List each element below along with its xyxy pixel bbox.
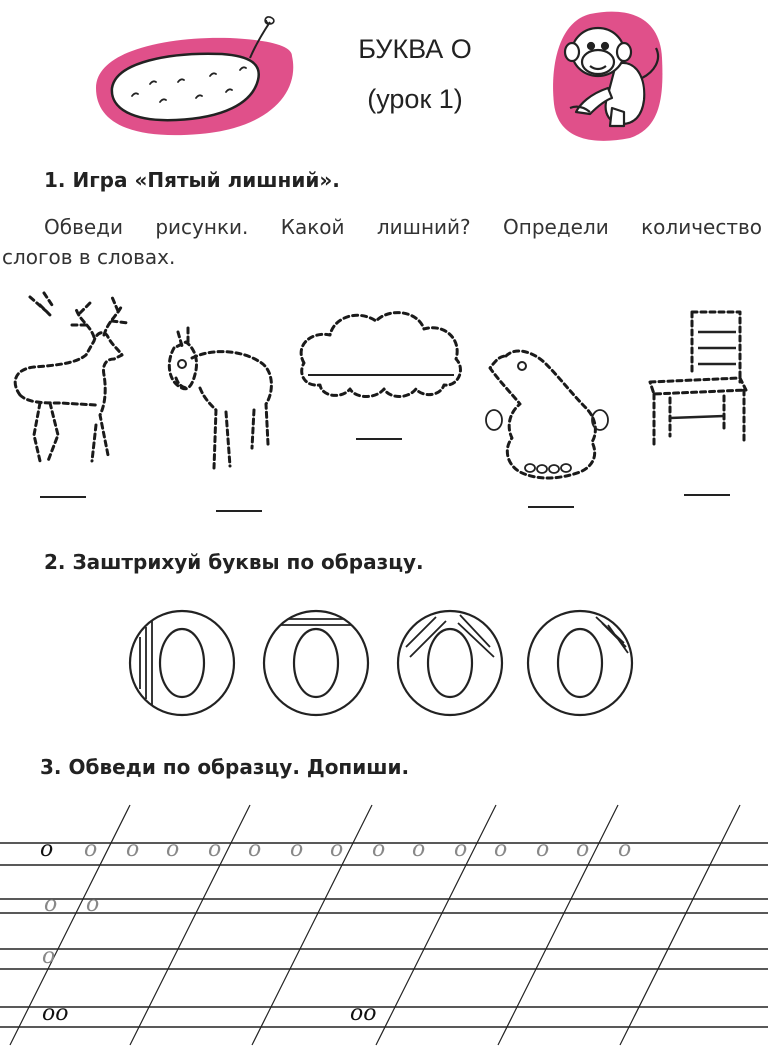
cucumber-icon (110, 52, 260, 122)
trace-letter[interactable]: о (290, 837, 304, 862)
title-line-1: БУКВА О (358, 34, 472, 64)
monkey-icon (563, 26, 660, 128)
answer-blank-3[interactable] (356, 438, 402, 440)
trace-letter[interactable]: о (412, 837, 426, 862)
horse-icon (167, 326, 273, 470)
title-line-2: (урок 1) (367, 84, 463, 114)
task3-heading: 3. Обведи по образцу. Допиши. (40, 755, 410, 779)
trace-letter[interactable]: о (44, 892, 58, 917)
answer-blank-4[interactable] (528, 506, 574, 508)
answer-blank-5[interactable] (684, 494, 730, 496)
trace-letter[interactable]: о (494, 837, 508, 862)
trace-letter[interactable]: о (42, 944, 56, 969)
task2-heading: 2. Заштрихуй буквы по образцу. (44, 550, 424, 574)
letter-outline-3[interactable] (396, 607, 506, 719)
trace-letter[interactable]: о (618, 837, 632, 862)
instruction-line-1: Обведи рисунки. Какой лишний? Определи к… (44, 215, 762, 239)
trace-letter[interactable]: о (126, 837, 140, 862)
trace-letter[interactable]: о (372, 837, 386, 862)
trace-letter[interactable]: о (248, 837, 262, 862)
letter-outline-2[interactable] (262, 607, 372, 719)
trace-letter[interactable]: о (330, 837, 344, 862)
cursive-sample-pair: оо (350, 1001, 377, 1026)
deer-icon (13, 291, 130, 463)
trace-letter[interactable]: о (84, 837, 98, 862)
task1-instruction: Обведи рисунки. Какой лишний? Определи к… (0, 212, 768, 272)
trace-letter[interactable]: о (576, 837, 590, 862)
cursive-sample-letter: о (40, 837, 54, 862)
cloud-icon (299, 311, 462, 398)
mole-icon (485, 349, 609, 480)
trace-letter[interactable]: о (536, 837, 550, 862)
handwriting-grid (0, 804, 768, 1046)
letter-outline-1[interactable] (128, 607, 238, 719)
answer-blank-1[interactable] (40, 496, 86, 498)
trace-letter[interactable]: о (86, 892, 100, 917)
answer-blank-2[interactable] (216, 510, 262, 512)
trace-letter[interactable]: о (166, 837, 180, 862)
letter-outline-4[interactable] (526, 607, 636, 719)
cursive-sample-pair: оо (42, 1001, 69, 1026)
trace-letter[interactable]: о (208, 837, 222, 862)
trace-letter[interactable]: о (454, 837, 468, 862)
cucumber-badge (96, 16, 294, 136)
page-title: БУКВА О (урок 1) (330, 24, 500, 124)
task1-heading: 1. Игра «Пятый лишний». (44, 168, 340, 192)
monkey-badge (553, 11, 663, 141)
chair-icon (648, 310, 748, 450)
instruction-line-2: слогов в словах. (2, 245, 176, 269)
